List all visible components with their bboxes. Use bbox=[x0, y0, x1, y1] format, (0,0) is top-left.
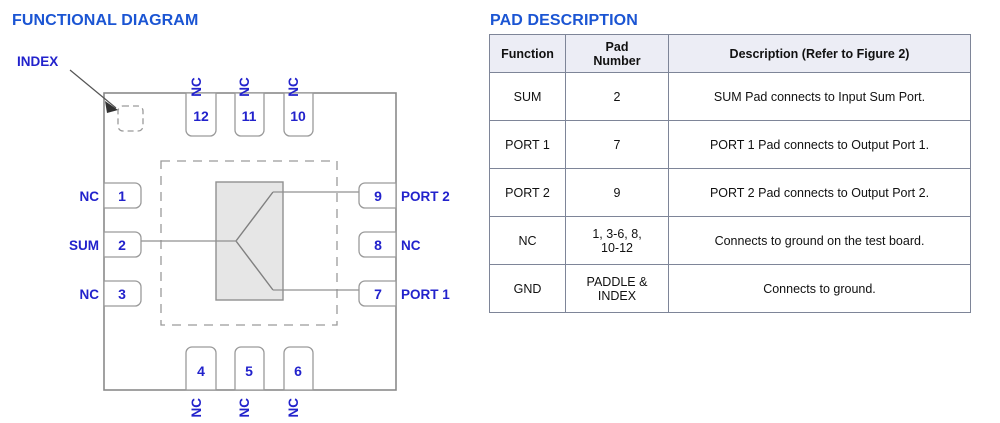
pad-3-label: NC bbox=[80, 287, 100, 302]
header-description: Description (Refer to Figure 2) bbox=[668, 34, 971, 73]
pad-10-number: 10 bbox=[290, 108, 306, 124]
cell-pad-number: 2 bbox=[565, 72, 669, 121]
pad-1-number: 1 bbox=[118, 188, 126, 204]
pad-11-number: 11 bbox=[242, 108, 257, 124]
pad-8-number: 8 bbox=[374, 237, 382, 253]
pad-2[interactable] bbox=[103, 231, 142, 258]
pad-6-label: NC bbox=[286, 398, 301, 418]
pad-6[interactable] bbox=[283, 346, 314, 391]
cell-description: SUM Pad connects to Input Sum Port. bbox=[668, 72, 971, 121]
pad-8-label: NC bbox=[401, 238, 421, 253]
index-arrow-line bbox=[69, 69, 117, 109]
cell-pad-number-line1: 1, 3-6, 8, bbox=[592, 226, 642, 241]
pad-6-number: 6 bbox=[294, 363, 302, 379]
pad-8[interactable] bbox=[358, 231, 397, 258]
pad-2-label: SUM bbox=[69, 238, 99, 253]
cell-pad-number-line1: 9 bbox=[613, 185, 621, 200]
cell-pad-number: 9 bbox=[565, 168, 669, 217]
pad-9-label: PORT 2 bbox=[401, 189, 450, 204]
pad-9-number: 9 bbox=[374, 188, 382, 204]
pad-5-number: 5 bbox=[245, 363, 253, 379]
pad-10[interactable] bbox=[283, 92, 314, 137]
pad-description-title: PAD DESCRIPTION bbox=[490, 12, 638, 29]
cell-pad-number-line1: 7 bbox=[613, 137, 621, 152]
index-arrow-head bbox=[105, 101, 118, 113]
cell-pad-number-line2: 10-12 bbox=[601, 240, 633, 255]
cell-pad-number-line1: PADDLE & bbox=[586, 274, 648, 289]
cell-pad-number-line1: 2 bbox=[613, 89, 621, 104]
cell-function: SUM bbox=[489, 72, 566, 121]
cell-description: PORT 1 Pad connects to Output Port 1. bbox=[668, 120, 971, 169]
pad-9[interactable] bbox=[358, 182, 397, 209]
pad-3[interactable] bbox=[103, 280, 142, 307]
pad-4[interactable] bbox=[185, 346, 217, 391]
pad-12-number: 12 bbox=[193, 108, 209, 124]
cell-description: PORT 2 Pad connects to Output Port 2. bbox=[668, 168, 971, 217]
pad-12[interactable] bbox=[185, 92, 217, 137]
pad-7-label: PORT 1 bbox=[401, 287, 450, 302]
functional-diagram-title: FUNCTIONAL DIAGRAM bbox=[12, 12, 199, 29]
cell-function: PORT 2 bbox=[489, 168, 566, 217]
table-row: NC 1, 3-6, 8, 10-12 Connects to ground o… bbox=[489, 216, 971, 265]
pad-12-label: NC bbox=[189, 77, 204, 97]
pad-5[interactable] bbox=[234, 346, 265, 391]
cell-function: GND bbox=[489, 264, 566, 313]
table-header-row: Function Pad Number Description (Refer t… bbox=[489, 34, 971, 73]
pad-2-number: 2 bbox=[118, 237, 126, 253]
table-row: GND PADDLE & INDEX Connects to ground. bbox=[489, 264, 971, 313]
pad-10-label: NC bbox=[286, 77, 301, 97]
pad-5-label: NC bbox=[237, 398, 252, 418]
table-row: PORT 2 9 PORT 2 Pad connects to Output P… bbox=[489, 168, 971, 217]
header-function: Function bbox=[489, 34, 566, 73]
pad-4-number: 4 bbox=[197, 363, 205, 379]
header-pad-line2: Number bbox=[593, 53, 641, 68]
pad-description-table: Function Pad Number Description (Refer t… bbox=[489, 34, 971, 313]
pad-11[interactable] bbox=[234, 92, 265, 137]
functional-diagram: 12 NC 11 NC 10 NC 1 NC 2 SUM 3 NC 9 PORT… bbox=[0, 0, 480, 423]
cell-pad-number: 1, 3-6, 8, 10-12 bbox=[565, 216, 669, 265]
cell-description: Connects to ground. bbox=[668, 264, 971, 313]
pad-7[interactable] bbox=[358, 280, 397, 307]
header-pad-line1: Pad bbox=[605, 39, 629, 54]
pad-1-label: NC bbox=[80, 189, 100, 204]
index-label: INDEX bbox=[17, 54, 58, 69]
cell-description: Connects to ground on the test board. bbox=[668, 216, 971, 265]
header-pad-number: Pad Number bbox=[565, 34, 669, 73]
cell-function: PORT 1 bbox=[489, 120, 566, 169]
pad-11-label: NC bbox=[237, 77, 252, 97]
pad-1[interactable] bbox=[103, 182, 142, 209]
cell-function: NC bbox=[489, 216, 566, 265]
pad-7-number: 7 bbox=[374, 286, 382, 302]
table-row: SUM 2 SUM Pad connects to Input Sum Port… bbox=[489, 72, 971, 121]
table-row: PORT 1 7 PORT 1 Pad connects to Output P… bbox=[489, 120, 971, 169]
die-outline bbox=[160, 160, 338, 326]
pad-3-number: 3 bbox=[118, 286, 126, 302]
cell-pad-number: PADDLE & INDEX bbox=[565, 264, 669, 313]
index-mark bbox=[117, 105, 144, 132]
cell-pad-number-line2: INDEX bbox=[597, 288, 637, 303]
pad-4-label: NC bbox=[189, 398, 204, 418]
cell-pad-number: 7 bbox=[565, 120, 669, 169]
